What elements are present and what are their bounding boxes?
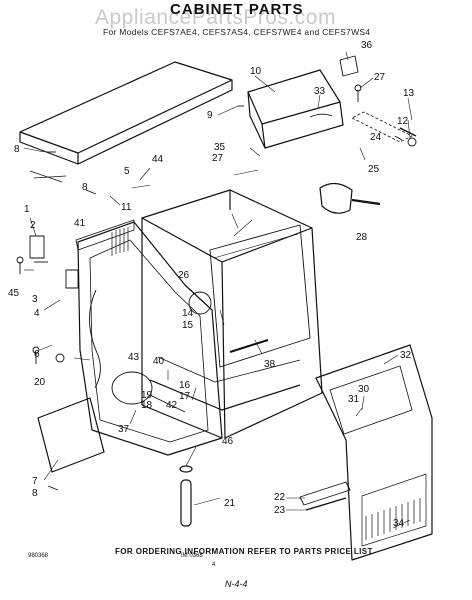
- page-number: 4: [212, 562, 216, 568]
- liner: [149, 339, 301, 411]
- screws: [16, 84, 403, 491]
- callout-20: 20: [34, 377, 46, 388]
- callout-14: 14: [182, 308, 194, 319]
- callout-15: 15: [182, 320, 194, 331]
- callout-2: 2: [30, 220, 36, 231]
- callout-3: 3: [32, 294, 38, 305]
- top-panel: [19, 61, 233, 183]
- callout-4: 4: [34, 308, 40, 319]
- callout-42: 42: [166, 400, 178, 411]
- callout-33: 33: [314, 86, 326, 97]
- rail-assembly: [351, 111, 417, 147]
- callout-21: 21: [224, 498, 236, 509]
- callout-18: 18: [141, 400, 153, 411]
- callout-8b: 8: [14, 144, 20, 155]
- callout-9: 9: [207, 110, 213, 121]
- leader-lines: [23, 51, 413, 529]
- callout-labels: 1 2 3 4 5 6 7 8 8 8 9 10 11 12 13 14 15 …: [8, 40, 415, 529]
- side-frame: [77, 221, 223, 456]
- callout-30: 30: [358, 384, 370, 395]
- ice-scoop: [319, 182, 381, 214]
- model-subtitle: For Models CEFS7AE4, CEFS7AS4, CEFS7WE4 …: [103, 27, 371, 37]
- left-vent-panel: [75, 219, 135, 256]
- callout-8a: 8: [32, 488, 38, 499]
- upper-hinge: [339, 55, 359, 77]
- callout-7: 7: [32, 476, 38, 487]
- callout-44: 44: [152, 154, 164, 165]
- callout-22: 22: [274, 492, 286, 503]
- callout-28: 28: [356, 232, 368, 243]
- lid: [247, 69, 344, 149]
- callout-24: 24: [370, 132, 382, 143]
- figure-code: IM 0368: [181, 553, 203, 559]
- callout-13: 13: [403, 88, 415, 99]
- callout-27a: 27: [374, 72, 386, 83]
- cabinet-body: [141, 189, 323, 439]
- callout-19: 19: [141, 390, 153, 401]
- bottom-bracket: [299, 481, 351, 511]
- left-code: 980368: [28, 553, 49, 559]
- callout-32: 32: [400, 350, 412, 361]
- callout-41: 41: [74, 218, 86, 229]
- callout-8c: 8: [82, 182, 88, 193]
- leg-assembly: [179, 465, 193, 527]
- ordering-note: FOR ORDERING INFORMATION REFER TO PARTS …: [115, 547, 373, 556]
- callout-37: 37: [118, 424, 130, 435]
- callout-35: 35: [214, 142, 226, 153]
- callout-11: 11: [121, 202, 132, 213]
- callout-45: 45: [8, 288, 20, 299]
- callout-23: 23: [274, 505, 286, 516]
- callout-38: 38: [264, 359, 276, 370]
- callout-10: 10: [250, 66, 262, 77]
- callout-40: 40: [153, 356, 165, 367]
- callout-36: 36: [361, 40, 373, 51]
- hinge: [29, 235, 79, 289]
- callout-16: 16: [179, 380, 191, 391]
- callout-43: 43: [128, 352, 140, 363]
- callout-6: 6: [34, 349, 40, 360]
- callout-1: 1: [24, 204, 30, 215]
- callout-34: 34: [393, 518, 405, 529]
- callout-26: 26: [178, 270, 190, 281]
- callout-17: 17: [179, 391, 191, 402]
- page-code: N-4-4: [225, 579, 248, 589]
- callout-5: 5: [124, 166, 130, 177]
- callout-27b: 27: [212, 153, 224, 164]
- callout-31: 31: [348, 394, 360, 405]
- front-panel: [315, 344, 433, 561]
- access-panel: [37, 397, 105, 473]
- watermark: AppliancePartsPros.com: [95, 6, 336, 29]
- page-title: CABINET PARTS: [170, 1, 304, 18]
- callout-25: 25: [368, 164, 380, 175]
- callout-12: 12: [397, 116, 409, 127]
- callout-46: 46: [222, 436, 234, 447]
